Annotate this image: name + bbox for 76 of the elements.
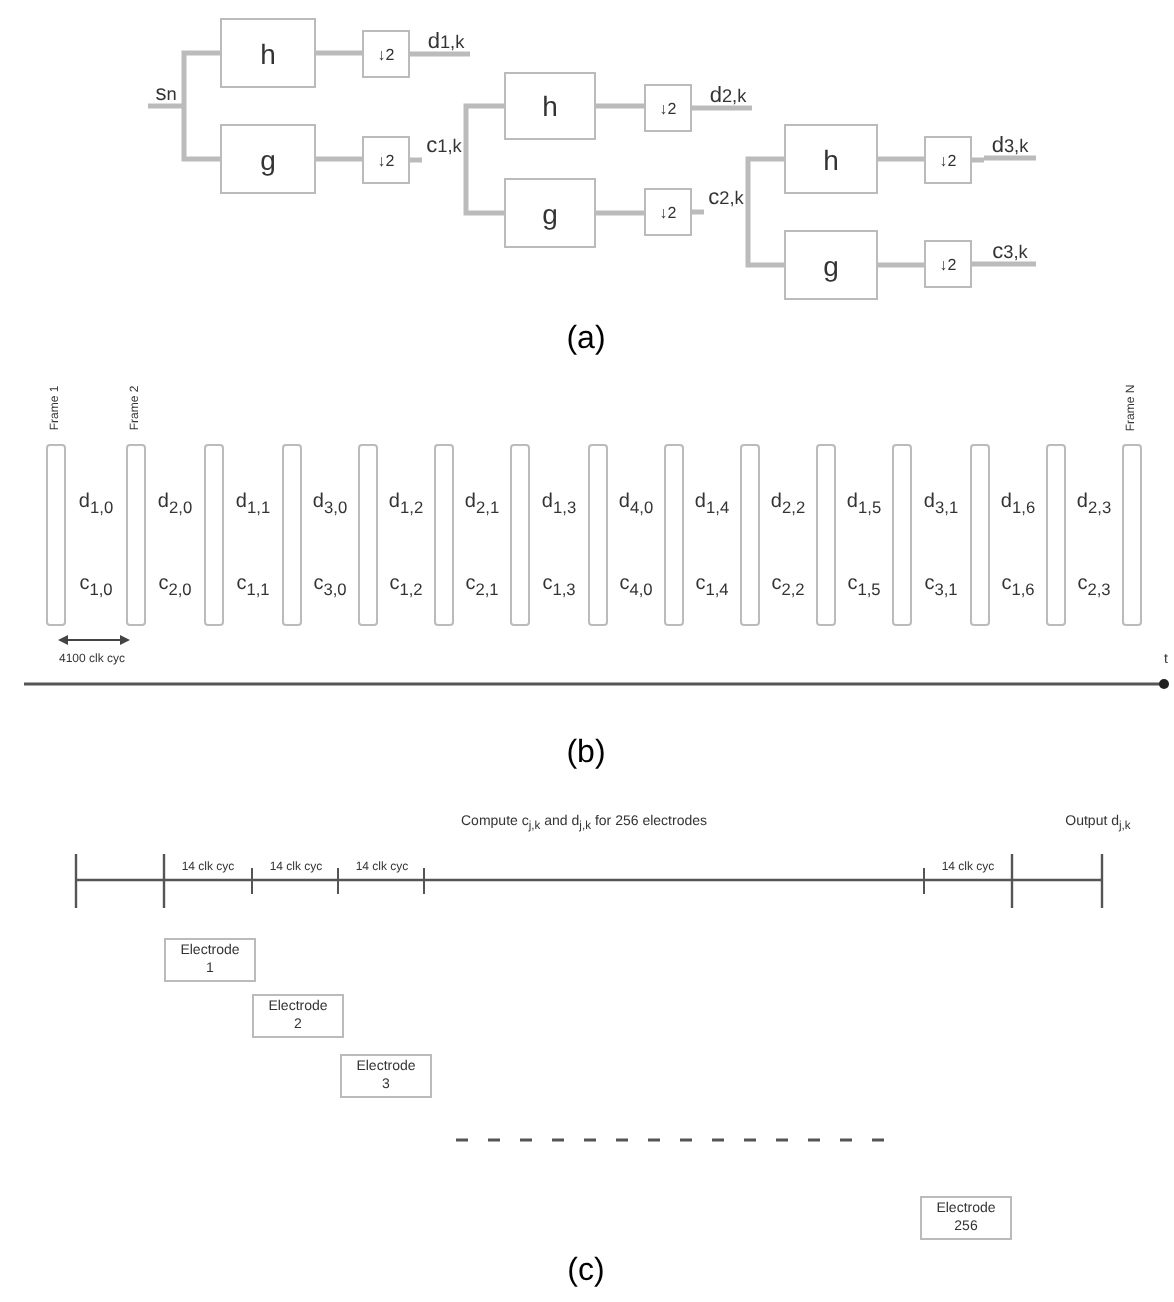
signal-line [181,106,220,162]
coefficient-label: d$_{1,3}$ [541,491,577,517]
coefficient-label: d$_{2,0}$ [157,491,193,517]
frame-bar [126,444,146,626]
signal-line [692,209,704,215]
signal-line [181,50,220,106]
filter-box: g [504,178,596,248]
downsample-box: ↓2 [362,30,410,78]
frame-bar [282,444,302,626]
coefficient-label: d$_{3,1}$ [923,491,959,517]
coefficient-label: d$_{1,5}$ [846,491,882,517]
downsample-box: ↓2 [362,136,410,184]
signal-line [878,262,924,268]
coefficient-label: d$_{1,2}$ [388,491,424,517]
signal-line [878,156,924,162]
coefficient-label: c$_{2,1}$ [465,573,499,599]
coefficient-label: d$_{2,1}$ [464,491,500,517]
frame-bar [970,444,990,626]
coefficient-label: d$_{3,0}$ [312,491,348,517]
frame-bar [664,444,684,626]
coefficient-label: d$_{2,2}$ [770,491,806,517]
filter-box: g [220,124,316,194]
coefficient-label: c$_{2,2}$ [771,573,805,599]
coefficient-label: c$_{1,6}$ [1001,573,1035,599]
coefficient-label: c$_{1,4}$ [695,573,729,599]
signal-line [596,103,644,109]
frame-bar [588,444,608,626]
frame-bar [510,444,530,626]
coefficient-label: c$_{1,1}$ [236,573,270,599]
filter-box: g [784,230,878,300]
panel-label: (b) [566,736,606,772]
signal-line [316,50,362,56]
coefficient-label: c$_{1,0}$ [79,573,113,599]
coefficient-label: c$_{4,0}$ [619,573,653,599]
signal-line [463,158,504,216]
coefficient-label: d$_{1,1}$ [235,491,271,517]
frame-bar [1122,444,1142,626]
frame-bar [358,444,378,626]
coefficient-label: c$_{2,0}$ [158,573,192,599]
coefficient-label: c$_{1,5}$ [847,573,881,599]
signal-line [596,210,644,216]
signal-line [316,156,362,162]
signal-line [972,261,984,267]
downsample-box: ↓2 [924,240,972,288]
signal-line [745,210,784,268]
frame-bar [434,444,454,626]
signal-line [463,103,504,158]
signal-line [410,51,422,57]
coefficient-label: c$_{1,2}$ [389,573,423,599]
signal-line [972,157,984,163]
coefficient-label: c$_{2,3}$ [1077,573,1111,599]
filter-box: h [220,18,316,88]
downsample-box: ↓2 [644,188,692,236]
coefficient-label: c$_{3,0}$ [313,573,347,599]
filter-box: h [784,124,878,194]
panel-label: (c) [567,1254,605,1290]
coefficient-label: d$_{1,0}$ [78,491,114,517]
coefficient-label: d$_{1,6}$ [1000,491,1036,517]
filter-box: h [504,72,596,140]
frame-bar [46,444,66,626]
signal-line [745,156,784,210]
panel-label: (a) [566,322,606,358]
frame-bar [892,444,912,626]
frame-bar [816,444,836,626]
coefficient-label: c$_{3,1}$ [924,573,958,599]
coefficient-label: d$_{1,4}$ [694,491,730,517]
signal-line [692,105,704,111]
frame-bar [740,444,760,626]
downsample-box: ↓2 [644,84,692,132]
downsample-box: ↓2 [924,136,972,184]
coefficient-label: d$_{4,0}$ [618,491,654,517]
coefficient-label: c$_{1,3}$ [542,573,576,599]
frame-bar [1046,444,1066,626]
signal-line [410,157,422,163]
frame-bar [204,444,224,626]
coefficient-label: d$_{2,3}$ [1076,491,1112,517]
